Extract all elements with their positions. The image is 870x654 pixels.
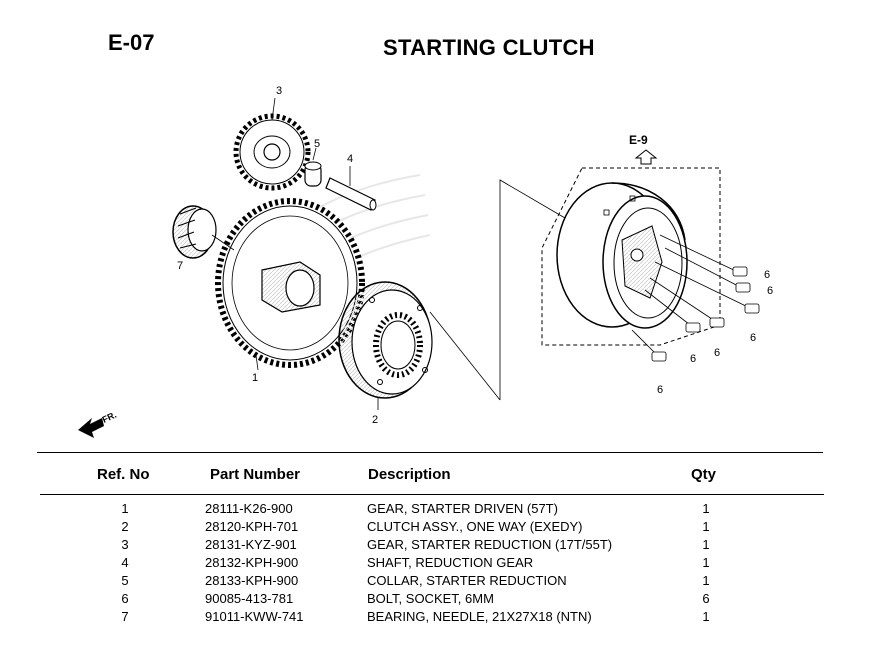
table-row: 3 28131-KYZ-901 GEAR, STARTER REDUCTION … [0, 537, 870, 555]
cell-part-number: 28132-KPH-900 [205, 555, 299, 570]
col-header-qty: Qty [691, 466, 717, 483]
callout-4: 4 [347, 153, 353, 165]
e9-reference-arrow: E-9 [629, 133, 658, 165]
table-row: 7 91011-KWW-741 BEARING, NEEDLE, 21X27X1… [0, 609, 870, 627]
svg-text:FR.: FR. [101, 410, 118, 425]
cell-part-number: 90085-413-781 [205, 591, 294, 606]
table-row: 4 28132-KPH-900 SHAFT, REDUCTION GEAR 1 [0, 555, 870, 573]
cell-part-number: 28120-KPH-701 [205, 519, 299, 534]
cell-description: GEAR, STARTER DRIVEN (57T) [367, 501, 558, 516]
callout-7: 7 [177, 260, 183, 272]
cell-description: BOLT, SOCKET, 6MM [367, 591, 494, 606]
parts-table: 1 28111-K26-900 GEAR, STARTER DRIVEN (57… [0, 501, 870, 627]
callout-6a: 6 [764, 269, 770, 281]
callout-5: 5 [314, 138, 320, 150]
assembly-dashed-outline [541, 167, 721, 346]
table-row: 6 90085-413-781 BOLT, SOCKET, 6MM 6 [0, 591, 870, 609]
callout-1: 1 [252, 372, 258, 384]
part-7-needle-bearing [172, 205, 217, 259]
svg-text:E-9: E-9 [629, 133, 648, 147]
cell-qty: 1 [702, 519, 710, 534]
col-header-ref: Ref. No [97, 466, 150, 483]
callout-6c: 6 [750, 332, 756, 344]
cell-qty: 1 [702, 573, 710, 588]
callout-2: 2 [372, 414, 378, 426]
callout-6b: 6 [767, 285, 773, 297]
cell-description: GEAR, STARTER REDUCTION (17T/55T) [367, 537, 613, 552]
part-2-one-way-clutch [338, 281, 433, 399]
part-3-reduction-gear [233, 113, 311, 191]
cell-ref: 5 [121, 573, 129, 588]
callout-6e: 6 [690, 353, 696, 365]
cell-part-number: 28133-KPH-900 [205, 573, 299, 588]
part-1-driven-gear [215, 198, 365, 368]
page-title: STARTING CLUTCH [383, 35, 595, 60]
cell-ref: 2 [121, 519, 129, 534]
bolt-6-group [631, 234, 760, 362]
table-row: 2 28120-KPH-701 CLUTCH ASSY., ONE WAY (E… [0, 519, 870, 537]
cell-ref: 1 [121, 501, 129, 516]
cell-qty: 1 [702, 609, 710, 624]
cell-part-number: 28131-KYZ-901 [205, 537, 297, 552]
cell-qty: 1 [702, 537, 710, 552]
table-top-rule [37, 452, 823, 453]
cell-ref: 6 [121, 591, 129, 606]
leader-lines [211, 97, 566, 410]
cell-qty: 1 [702, 501, 710, 516]
flywheel-assembly [556, 182, 688, 329]
part-4-shaft [325, 177, 377, 211]
table-header-rule [40, 494, 824, 495]
table-row: 1 28111-K26-900 GEAR, STARTER DRIVEN (57… [0, 501, 870, 519]
cell-ref: 3 [121, 537, 129, 552]
cell-description: COLLAR, STARTER REDUCTION [367, 573, 567, 588]
col-header-description: Description [368, 466, 451, 483]
callout-3: 3 [276, 85, 282, 97]
cell-qty: 6 [702, 591, 710, 606]
diagram-code: E-07 [108, 30, 155, 55]
front-direction-arrow: FR. [78, 410, 118, 438]
callout-6f: 6 [657, 384, 663, 396]
callout-6d: 6 [714, 347, 720, 359]
cell-ref: 7 [121, 609, 129, 624]
cell-qty: 1 [702, 555, 710, 570]
cell-description: SHAFT, REDUCTION GEAR [367, 555, 534, 570]
cell-description: CLUTCH ASSY., ONE WAY (EXEDY) [367, 519, 583, 534]
cell-ref: 4 [121, 555, 129, 570]
cell-description: BEARING, NEEDLE, 21X27X18 (NTN) [367, 609, 592, 624]
exploded-parts-diagram: E-9 FR. 1 2 3 4 5 6 6 6 6 6 6 7 [78, 85, 773, 438]
part-5-collar [304, 161, 322, 187]
cell-part-number: 91011-KWW-741 [205, 609, 304, 624]
table-row: 5 28133-KPH-900 COLLAR, STARTER REDUCTIO… [0, 573, 870, 591]
cell-part-number: 28111-K26-900 [205, 501, 293, 516]
col-header-part-number: Part Number [210, 466, 301, 483]
